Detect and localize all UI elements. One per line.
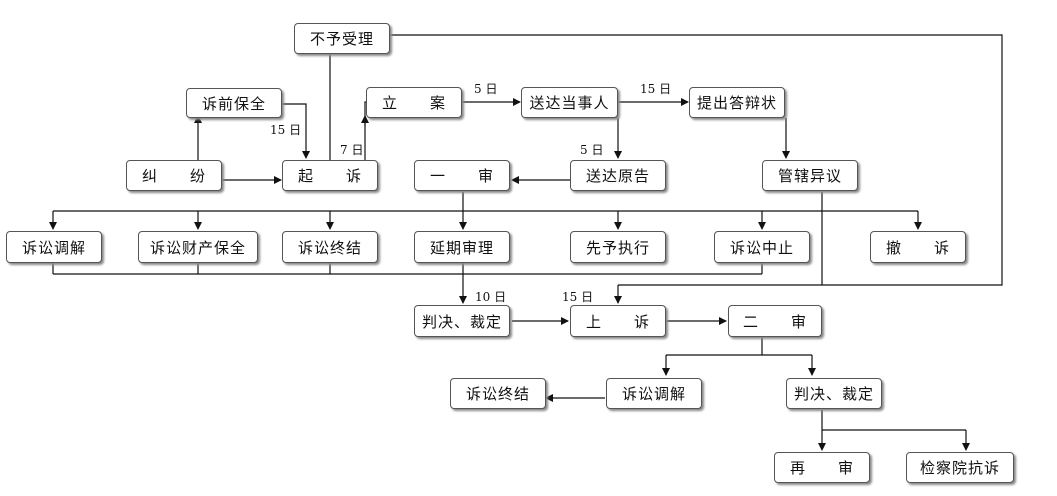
- node-songda-yuangao: 送达原告: [570, 160, 666, 191]
- node-yanqi-shenli: 延期审理: [414, 231, 510, 263]
- label-15-days-dabian: 15 日: [640, 82, 672, 96]
- label-5-days-yuangao: 5 日: [580, 143, 604, 157]
- node-susong-tiaojie-1: 诉讼调解: [6, 231, 102, 263]
- label-10-days: 10 日: [475, 290, 507, 304]
- label-15-days-shangsu: 15 日: [562, 290, 594, 304]
- node-jianchayuan-kangsu: 检察院抗诉: [906, 452, 1014, 483]
- node-panjue-caiding-2: 判决、裁定: [786, 378, 882, 409]
- node-li-an: 立 案: [366, 87, 462, 118]
- node-suqian-baoquan: 诉前保全: [186, 88, 282, 118]
- node-tichu-dabianzhuang: 提出答辩状: [689, 87, 785, 118]
- node-panjue-caiding-1: 判决、裁定: [414, 305, 510, 337]
- node-ershen: 二 审: [728, 305, 822, 337]
- node-susong-zhongzhi: 诉讼中止: [714, 231, 810, 263]
- node-susong-zhongjie-1: 诉讼终结: [282, 231, 378, 263]
- node-qisu: 起 诉: [282, 160, 378, 191]
- node-jiufen: 纠 纷: [126, 160, 222, 191]
- label-5-days-songda: 5 日: [474, 82, 498, 96]
- node-buyu-shouli: 不予受理: [294, 23, 390, 54]
- node-songda-dangshiren: 送达当事人: [521, 87, 618, 118]
- node-chesu: 撤 诉: [870, 231, 966, 263]
- node-guanxia-yiyi: 管辖异议: [762, 160, 858, 191]
- label-7-days: 7 日: [340, 143, 364, 157]
- node-xianyu-zhixing: 先予执行: [570, 231, 666, 263]
- node-susong-tiaojie-2: 诉讼调解: [606, 378, 702, 409]
- node-shangsu: 上 诉: [570, 305, 666, 337]
- node-susong-caichan-baoquan: 诉讼财产保全: [138, 231, 258, 263]
- node-yishen: 一 审: [414, 160, 510, 191]
- node-susong-zhongjie-2: 诉讼终结: [450, 378, 546, 409]
- label-15-days-baoquan: 15 日: [270, 123, 302, 137]
- node-zaishen: 再 审: [774, 452, 870, 483]
